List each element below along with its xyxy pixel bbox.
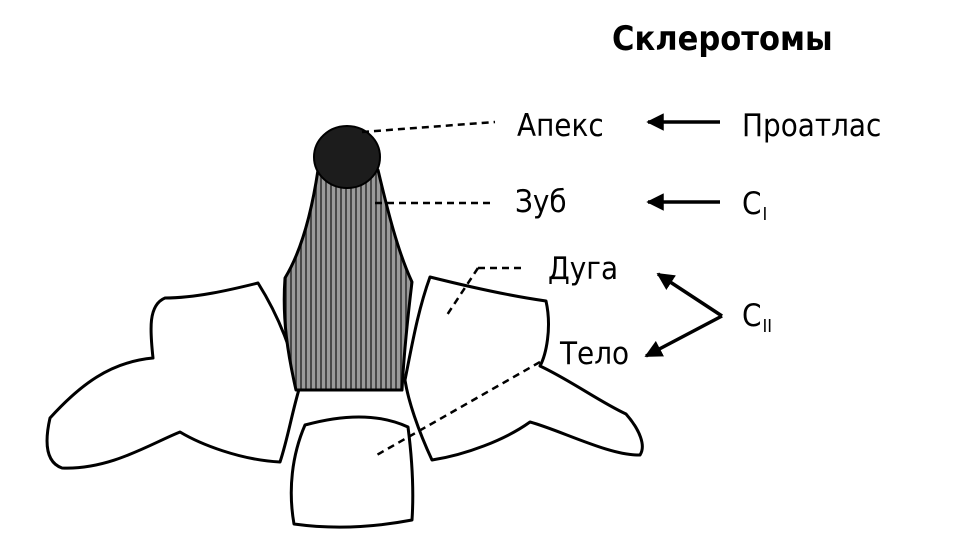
label-body: Тело (559, 336, 629, 372)
label-c1: CI (742, 186, 767, 225)
label-proatlas: Проатлас (742, 108, 881, 144)
apex-cap (313, 125, 381, 189)
label-apex: Апекс (517, 108, 604, 144)
dens (282, 168, 414, 392)
label-arch: Дуга (548, 251, 618, 287)
apex-leader (361, 120, 496, 134)
vertebral-body (289, 415, 415, 529)
arrow-c2-arch (656, 272, 723, 318)
left-lateral-mass (45, 281, 302, 470)
right-lateral-mass (403, 275, 644, 462)
diagram-title: Склеротомы (612, 19, 833, 59)
label-c2: CII (742, 298, 772, 337)
arrow-c2-body (644, 314, 723, 358)
label-tooth: Зуб (515, 184, 567, 220)
arch-leader-d (443, 267, 480, 319)
body-leader (374, 360, 541, 458)
